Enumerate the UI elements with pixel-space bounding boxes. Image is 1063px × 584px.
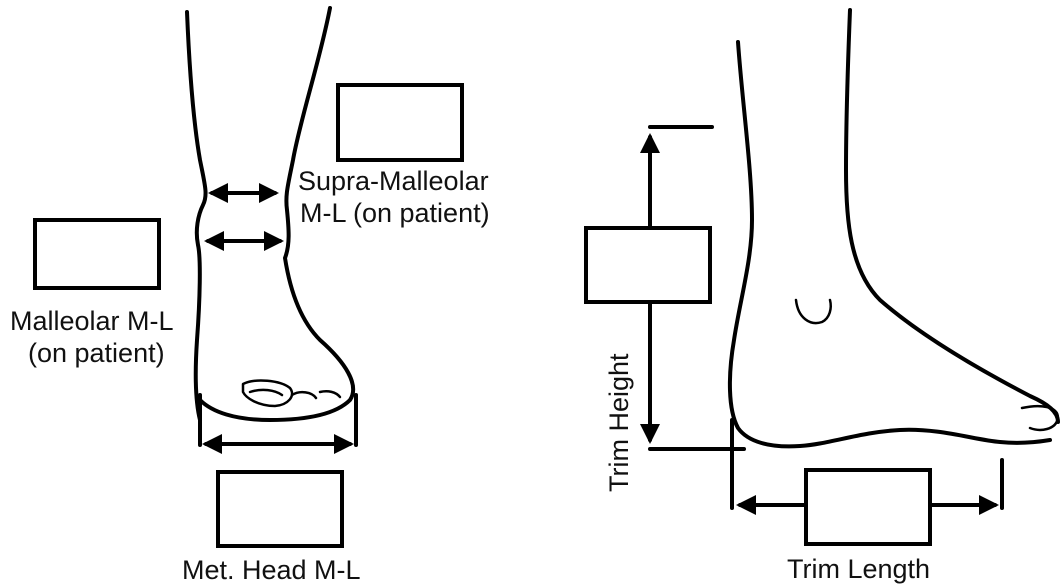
trim-height-label: Trim Height (604, 353, 634, 492)
supra-malleolar-label-line2: M-L (on patient) (300, 198, 490, 228)
malleolar-input-box[interactable] (35, 220, 159, 288)
trim-length-label: Trim Length (787, 554, 930, 584)
malleolar-label-line2: (on patient) (28, 338, 165, 368)
met-head-input-box[interactable] (218, 472, 342, 546)
malleolar-label-line1: Malleolar M-L (10, 306, 174, 336)
met-head-label: Met. Head M-L (182, 555, 361, 584)
supra-malleolar-input-box[interactable] (338, 85, 462, 160)
supra-malleolar-label-line1: Supra-Malleolar (298, 166, 489, 196)
trim-height-input-box[interactable] (586, 228, 710, 302)
trim-length-input-box[interactable] (806, 470, 930, 544)
